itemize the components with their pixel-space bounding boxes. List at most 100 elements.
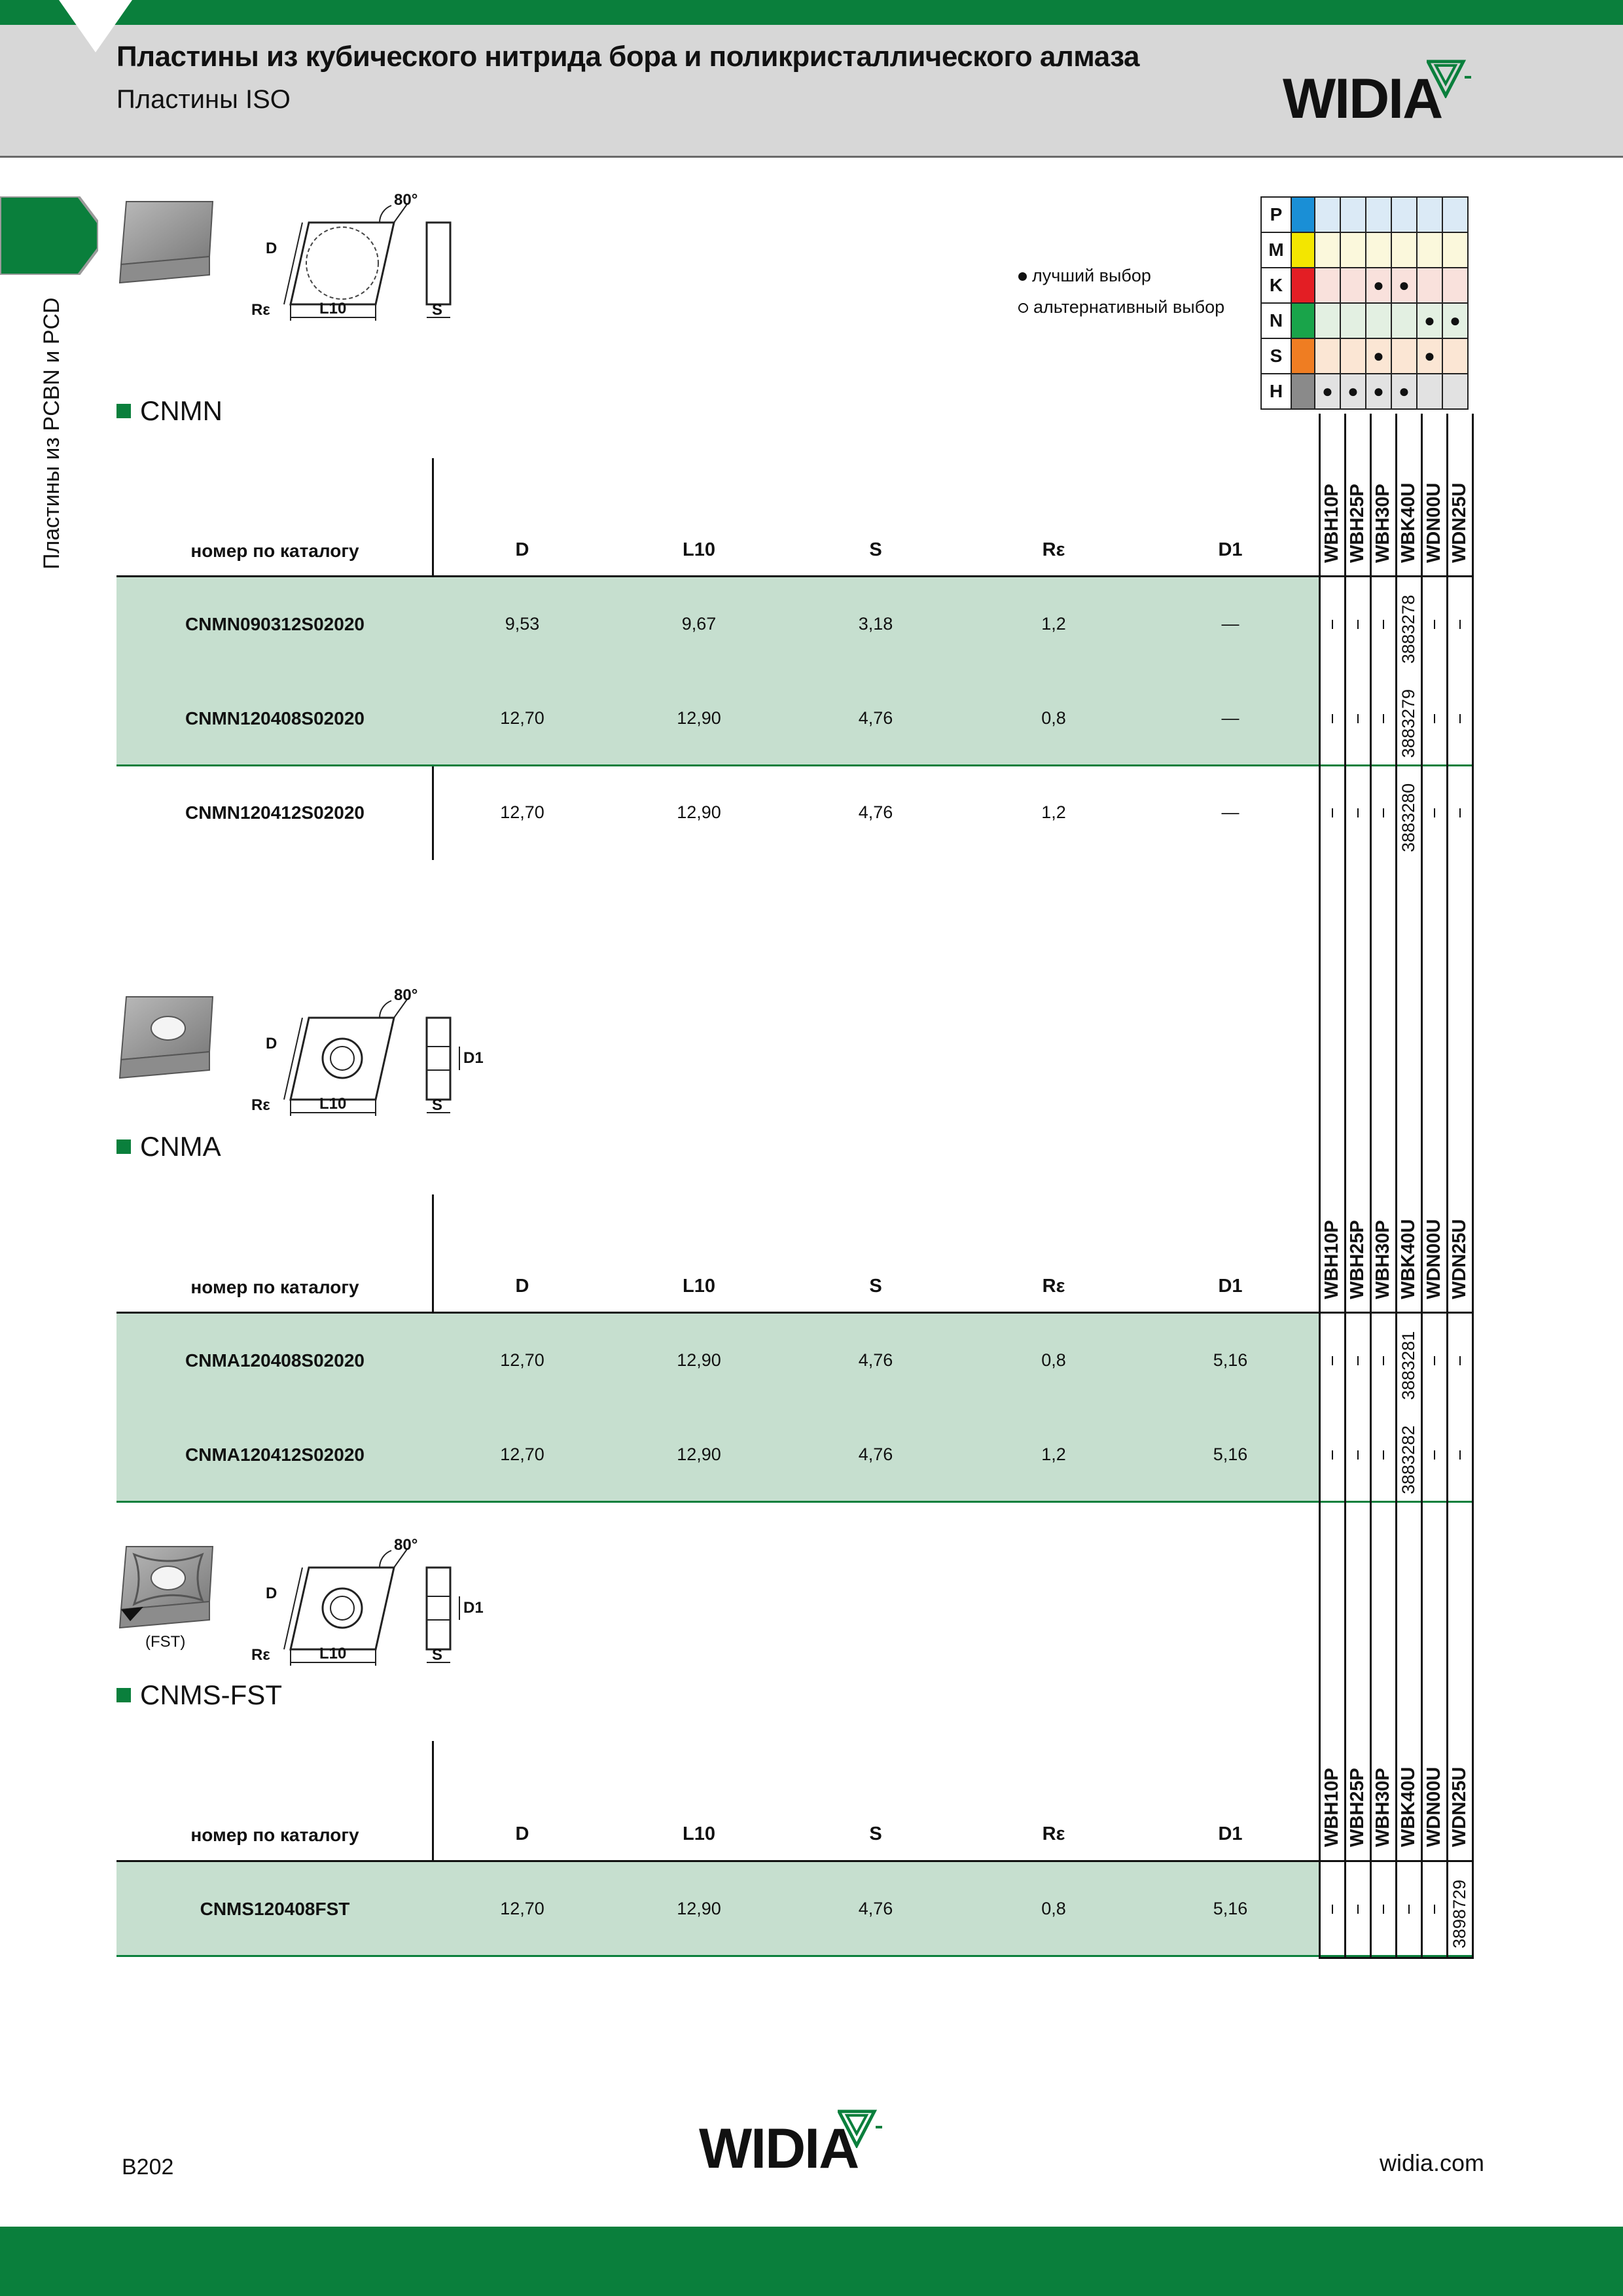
empty-grade-tick: [1382, 808, 1384, 817]
band-bottom-rule: [116, 1501, 1473, 1503]
catalog-column-divider: [432, 1741, 434, 1956]
material-grade-mark: ●: [1416, 338, 1443, 374]
band-bottom-rule: [116, 764, 1473, 766]
cell-d: 12,70: [500, 1899, 544, 1918]
column-header-re: Rε: [1042, 539, 1065, 560]
material-color-swatch: [1291, 232, 1315, 268]
band-bottom-rule: [116, 1955, 1473, 1957]
material-color-swatch: [1291, 373, 1315, 410]
drawing-label-angle: 80°: [394, 1536, 418, 1554]
hollow-dot-icon: [1018, 303, 1028, 314]
material-grade-mark: [1340, 232, 1366, 268]
column-header-s: S: [869, 1276, 882, 1297]
highlight-band: [116, 1314, 1319, 1502]
material-color-swatch: [1291, 302, 1315, 339]
page-header: [0, 25, 1623, 158]
material-grade-mark: ●: [1365, 338, 1392, 374]
cell-re: 1,2: [1041, 1444, 1066, 1464]
section-title: CNMA: [116, 1131, 221, 1162]
material-grade-mark: ●: [1416, 302, 1443, 339]
cell-re: 1,2: [1041, 802, 1066, 822]
grade-header-wbh10p: WBH10P: [1321, 484, 1342, 563]
grade-header-wbh10p: WBH10P: [1321, 1768, 1342, 1847]
empty-grade-tick: [1357, 1356, 1359, 1365]
material-grade-mark: [1314, 338, 1341, 374]
drawing-label-l10: L10: [319, 1645, 347, 1662]
material-grade-mark: [1416, 196, 1443, 233]
material-row: P: [1260, 196, 1469, 233]
material-letter: K: [1260, 267, 1292, 304]
material-row: S●●: [1260, 338, 1469, 374]
material-grade-mark: ●: [1442, 302, 1469, 339]
table-header-rule: [116, 1312, 1473, 1314]
section-bullet-icon: [116, 1687, 131, 1702]
empty-grade-tick: [1357, 1450, 1359, 1460]
material-grade-mark: [1391, 338, 1418, 374]
grade-header-wbk40u: WBK40U: [1398, 1767, 1419, 1847]
empty-grade-tick: [1433, 714, 1435, 723]
material-grade-mark: ●: [1365, 373, 1392, 410]
grade-column-line: [1395, 414, 1397, 1959]
order-code: 3883278: [1398, 594, 1418, 664]
catalog-number: CNMN120408S02020: [185, 708, 365, 728]
column-header-d: D: [515, 539, 529, 560]
page-subtitle: Пластины ISO: [116, 85, 291, 114]
cell-l10: 12,90: [677, 802, 721, 822]
material-row: M: [1260, 232, 1469, 268]
empty-grade-tick: [1331, 808, 1333, 817]
drawing-label-l10: L10: [319, 1095, 347, 1113]
brand-logo-mark-icon: [1427, 60, 1471, 98]
cell-s: 4,76: [858, 802, 893, 822]
empty-grade-tick: [1382, 620, 1384, 629]
insert-dimension-drawing: [283, 1549, 460, 1666]
material-grade-mark: [1314, 302, 1341, 339]
empty-grade-tick: [1357, 620, 1359, 629]
grade-header-wbh10p: WBH10P: [1321, 1220, 1342, 1299]
grade-header-wbk40u: WBK40U: [1398, 482, 1419, 563]
cell-l10: 12,90: [677, 1899, 721, 1918]
empty-grade-tick: [1331, 714, 1333, 723]
order-code: 3883280: [1398, 783, 1418, 852]
catalog-number: CNMS120408FST: [200, 1899, 350, 1919]
grade-header-wdn25u: WDN25U: [1449, 482, 1470, 563]
column-header-d: D: [515, 1276, 529, 1297]
empty-grade-tick: [1382, 1905, 1384, 1914]
column-header-l10: L10: [683, 1823, 715, 1844]
empty-grade-tick: [1357, 714, 1359, 723]
cell-re: 0,8: [1041, 1350, 1066, 1370]
drawing-label-s: S: [432, 1096, 443, 1114]
grade-column-line: [1370, 414, 1372, 1959]
drawing-label-d: D: [266, 240, 277, 257]
material-color-swatch: [1291, 338, 1315, 374]
cell-l10: 9,67: [681, 614, 717, 634]
material-grade-mark: ●: [1340, 373, 1366, 410]
material-grade-mark: [1340, 338, 1366, 374]
column-header-d: D: [515, 1823, 529, 1844]
material-row: N●●: [1260, 302, 1469, 339]
material-grade-mark: [1340, 267, 1366, 304]
top-accent-bar: [0, 0, 1623, 25]
empty-grade-tick: [1357, 1905, 1359, 1914]
grade-header-wbh25p: WBH25P: [1347, 1220, 1368, 1299]
column-header-d1: D1: [1218, 1276, 1243, 1297]
material-grade-mark: [1365, 232, 1392, 268]
material-color-swatch: [1291, 267, 1315, 304]
grade-column-line: [1446, 414, 1448, 1959]
cell-s: 4,76: [858, 708, 893, 728]
drawing-label-d: D: [266, 1035, 277, 1052]
empty-grade-tick: [1433, 808, 1435, 817]
cell-d: 12,70: [500, 1444, 544, 1464]
empty-grade-tick: [1459, 620, 1461, 629]
material-grade-mark: [1442, 373, 1469, 410]
column-header-l10: L10: [683, 539, 715, 560]
website-link[interactable]: widia.com: [1380, 2149, 1485, 2176]
side-section-label: Пластины из PCBN и PCD: [39, 297, 64, 569]
drawing-label-s: S: [432, 1646, 443, 1664]
material-grade-mark: [1340, 196, 1366, 233]
cell-d1: —: [1221, 802, 1240, 822]
material-grade-mark: [1442, 196, 1469, 233]
table-header-rule: [116, 575, 1473, 577]
highlight-band: [116, 577, 1319, 766]
cell-s: 4,76: [858, 1899, 893, 1918]
